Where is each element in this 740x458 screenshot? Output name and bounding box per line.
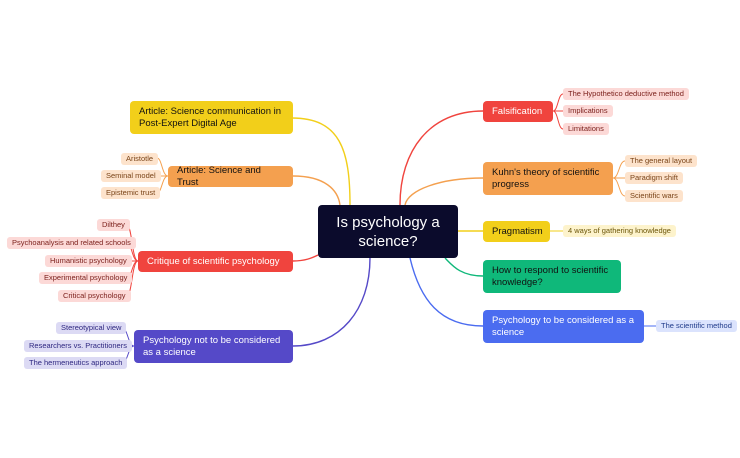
link-science-communication: [291, 117, 351, 206]
leaf-implications[interactable]: Implications: [563, 105, 613, 117]
link-is-science: [409, 257, 484, 327]
link-not-science: [292, 257, 371, 347]
topic-falsification[interactable]: Falsification: [483, 101, 553, 122]
leaf-ways-of-knowledge[interactable]: 4 ways of gathering knowledge: [563, 225, 676, 237]
leaf-stereotypical-view[interactable]: Stereotypical view: [56, 322, 127, 334]
leaf-hermeneutics[interactable]: The hermeneutics approach: [24, 357, 128, 369]
topic-respond[interactable]: How to respond to scientific knowledge?: [483, 260, 621, 293]
leaf-researchers-practitioners[interactable]: Researchers vs. Practitioners: [24, 340, 132, 352]
leaf-paradigm-shift[interactable]: Paradigm shift: [625, 172, 683, 184]
leaf-aristotle[interactable]: Aristotle: [121, 153, 159, 165]
topic-science-and-trust[interactable]: Article: Science and Trust: [168, 165, 293, 188]
link-science-and-trust: [292, 175, 341, 206]
leaf-critical[interactable]: Critical psychology: [58, 290, 131, 302]
leaf-dilthey[interactable]: Dilthey: [97, 219, 130, 231]
link-falsification: [399, 110, 484, 206]
leaf-seminal-model[interactable]: Seminal model: [101, 170, 161, 182]
leaf-experimental[interactable]: Experimental psychology: [39, 272, 133, 284]
leaf-humanistic[interactable]: Humanistic psychology: [45, 255, 132, 267]
leaf-psychoanalysis[interactable]: Psychoanalysis and related schools: [7, 237, 136, 249]
topic-critique[interactable]: Critique of scientific psychology: [138, 251, 293, 272]
leaf-hypothetico-deductive[interactable]: The Hypothetico deductive method: [563, 88, 689, 100]
link-respond: [444, 257, 484, 277]
root-topic[interactable]: Is psychology a science?: [318, 205, 458, 258]
topic-science-communication[interactable]: Article: Science communication in Post-E…: [130, 101, 293, 134]
leaf-scientific-method[interactable]: The scientific method: [656, 320, 737, 332]
topic-not-science[interactable]: Psychology not to be considered as a sci…: [134, 330, 293, 363]
leaf-general-layout[interactable]: The general layout: [625, 155, 698, 167]
leaf-limitations[interactable]: Limitations: [563, 123, 609, 135]
topic-is-science[interactable]: Psychology to be considered as a science: [483, 310, 644, 343]
leaf-epistemic-trust[interactable]: Epistemic trust: [101, 187, 161, 199]
link-critique: [292, 254, 319, 262]
link-kuhn: [404, 177, 484, 206]
topic-pragmatism[interactable]: Pragmatism: [483, 221, 550, 242]
leaf-scientific-wars[interactable]: Scientific wars: [625, 190, 683, 202]
topic-kuhn[interactable]: Kuhn's theory of scientific progress: [483, 162, 613, 195]
